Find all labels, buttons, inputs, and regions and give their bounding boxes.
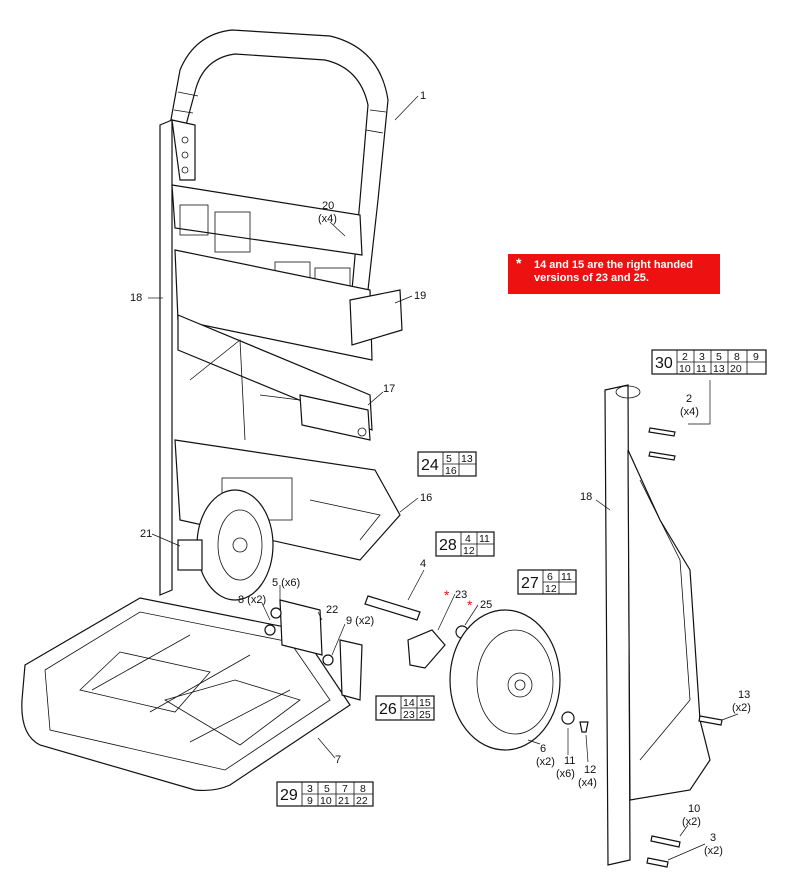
svg-text:30: 30 — [655, 355, 673, 372]
nuts-5-8-9 — [264, 607, 334, 666]
callout-13: 13 — [738, 689, 750, 701]
bracket-part-19 — [349, 289, 403, 346]
svg-text:2: 2 — [682, 351, 688, 363]
svg-text:20: 20 — [730, 363, 742, 375]
star-23: * — [444, 587, 450, 603]
callout-7: 7 — [335, 754, 341, 766]
svg-text:9: 9 — [753, 351, 759, 363]
callout-labels: 1 20 (x4) 18 19 17 16 21 4 5 (x6) 8 (x2)… — [130, 90, 751, 857]
svg-text:21: 21 — [338, 795, 350, 807]
callout-8: 8 (x2) — [238, 594, 266, 606]
callout-6: 6 — [540, 743, 546, 755]
svg-text:9: 9 — [307, 795, 313, 807]
svg-text:3: 3 — [307, 783, 313, 795]
star-25: * — [467, 597, 473, 613]
kit-box-27: 27 6 11 12 — [517, 569, 577, 595]
callout-21: 21 — [140, 528, 152, 540]
callout-1: 1 — [420, 90, 426, 102]
svg-text:13: 13 — [713, 363, 725, 375]
callout-5: 5 (x6) — [272, 577, 300, 589]
svg-text:4: 4 — [465, 533, 471, 545]
wheel-part-6 — [449, 609, 561, 751]
callout-17: 17 — [383, 383, 395, 395]
svg-text:16: 16 — [445, 465, 457, 477]
svg-text:11: 11 — [696, 363, 707, 375]
note-line-1: 14 and 15 are the right handed — [534, 259, 693, 271]
callout-19: 19 — [414, 290, 426, 302]
callout-11: 11 — [564, 755, 575, 767]
svg-text:11: 11 — [561, 571, 572, 583]
axle-part-4 — [364, 595, 421, 621]
svg-text:8: 8 — [734, 351, 740, 363]
callout-20: 20 — [322, 200, 334, 212]
callout-23: 23 — [455, 589, 467, 601]
side-frame-part-18 — [604, 384, 711, 866]
svg-text:5: 5 — [324, 783, 330, 795]
svg-text:12: 12 — [545, 583, 557, 595]
callout-22: 22 — [326, 604, 338, 616]
kit-box-26: 26 14 15 23 25 — [375, 695, 435, 721]
kit-box-24: 24 5 13 16 — [417, 451, 477, 477]
right-handed-note: * 14 and 15 are the right handed version… — [508, 254, 720, 294]
callout-12: 12 — [584, 764, 596, 776]
callout-10: 10 — [688, 803, 700, 815]
callout-16: 16 — [420, 492, 432, 504]
svg-text:10: 10 — [679, 363, 691, 375]
callout-18-left: 18 — [130, 292, 142, 304]
callout-12-qty: (x4) — [578, 777, 597, 789]
callout-3: 3 — [710, 832, 716, 844]
callout-13-qty: (x2) — [732, 702, 751, 714]
svg-text:5: 5 — [716, 351, 722, 363]
callout-9: 9 (x2) — [346, 615, 374, 627]
callout-20-qty: (x4) — [318, 213, 337, 225]
svg-text:3: 3 — [699, 351, 705, 363]
svg-text:28: 28 — [439, 537, 457, 554]
part-21 — [177, 539, 203, 571]
callout-11-qty: (x6) — [556, 768, 575, 780]
crossbar-part-17 — [299, 394, 371, 441]
svg-text:11: 11 — [479, 533, 490, 545]
kit-box-29: 29 3 5 7 8 9 10 21 22 — [276, 781, 374, 807]
svg-text:22: 22 — [356, 795, 368, 807]
svg-text:29: 29 — [280, 787, 298, 804]
callout-2: 2 — [686, 393, 692, 405]
note-star: * — [516, 255, 522, 271]
nose-plate-part-7 — [21, 597, 351, 792]
svg-text:12: 12 — [463, 545, 475, 557]
kit-box-30: 30 2 3 5 8 9 10 11 13 20 — [651, 349, 767, 375]
callout-2-qty: (x4) — [680, 406, 699, 418]
svg-text:13: 13 — [461, 453, 473, 465]
svg-text:25: 25 — [419, 709, 431, 721]
svg-text:6: 6 — [547, 571, 553, 583]
callout-4: 4 — [420, 558, 426, 570]
svg-text:24: 24 — [421, 457, 439, 474]
callout-6-qty: (x2) — [536, 756, 555, 768]
svg-text:7: 7 — [342, 783, 348, 795]
svg-text:5: 5 — [446, 453, 452, 465]
svg-text:15: 15 — [419, 697, 431, 709]
callout-25: 25 — [480, 599, 492, 611]
svg-text:14: 14 — [403, 697, 415, 709]
svg-text:10: 10 — [320, 795, 332, 807]
clip-part-23 — [407, 629, 446, 669]
svg-text:23: 23 — [403, 709, 415, 721]
frame-wheel — [196, 489, 274, 601]
note-line-2: versions of 23 and 25. — [534, 272, 649, 284]
bracket-part-22 — [279, 599, 363, 701]
kit-box-28: 28 4 11 12 — [435, 531, 495, 557]
bolts-2-3-10-13 — [646, 427, 723, 868]
washer-pin-11-12 — [561, 711, 589, 733]
svg-text:27: 27 — [521, 575, 539, 592]
svg-text:26: 26 — [379, 701, 397, 718]
leader-lines — [148, 95, 739, 861]
callout-18-right: 18 — [580, 491, 592, 503]
callout-10-qty: (x2) — [682, 816, 701, 828]
svg-text:8: 8 — [360, 783, 366, 795]
callout-3-qty: (x2) — [704, 845, 723, 857]
